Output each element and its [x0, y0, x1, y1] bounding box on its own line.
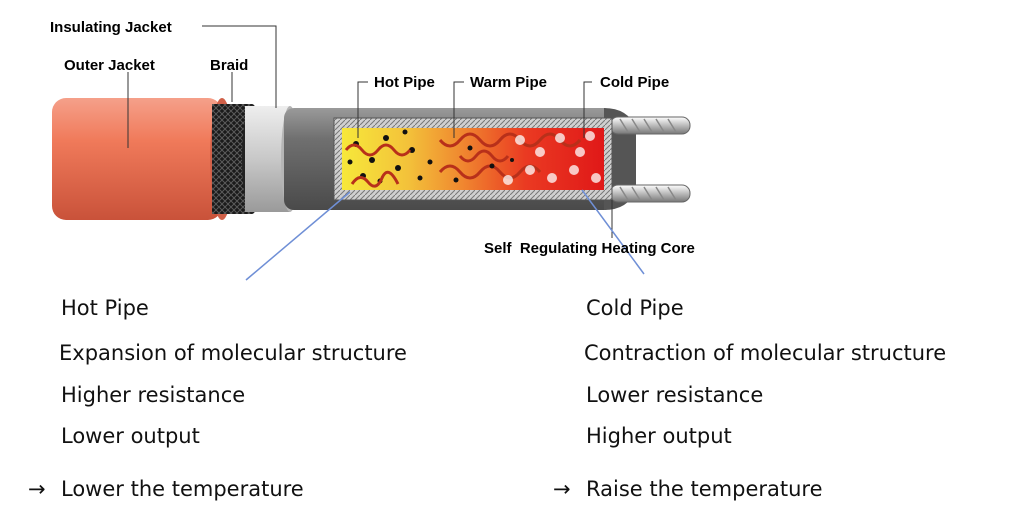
outer-jacket [52, 98, 234, 220]
left-arrow-icon: → [28, 477, 46, 501]
heating-cable-diagram: Insulating Jacket Outer Jacket Braid Hot… [50, 19, 695, 281]
right-arrow-icon: → [553, 477, 571, 501]
left-line-1: Expansion of molecular structure [59, 341, 407, 365]
right-result: Raise the temperature [586, 477, 823, 501]
heating-core-label: Self Regulating Heating Core [484, 240, 695, 257]
bus-wires [609, 116, 691, 203]
warm-pipe-label: Warm Pipe [470, 74, 547, 91]
right-line-1: Contraction of molecular structure [584, 341, 947, 365]
pointer-lines [245, 189, 645, 281]
outer-jacket-label: Outer Jacket [64, 57, 155, 74]
cold-pipe-label: Cold Pipe [600, 74, 669, 91]
left-title: Hot Pipe [61, 296, 149, 320]
braid-label: Braid [210, 57, 248, 74]
left-line-2: Higher resistance [61, 383, 246, 407]
right-line-2: Lower resistance [586, 383, 764, 407]
left-result: Lower the temperature [61, 477, 304, 501]
left-line-3: Lower output [61, 424, 200, 448]
right-title: Cold Pipe [586, 296, 684, 320]
right-line-3: Higher output [586, 424, 732, 448]
leader-lines [127, 25, 613, 238]
hot-pipe-label: Hot Pipe [374, 74, 435, 91]
heating-core [333, 117, 613, 201]
insulating-jacket-label: Insulating Jacket [50, 19, 172, 36]
